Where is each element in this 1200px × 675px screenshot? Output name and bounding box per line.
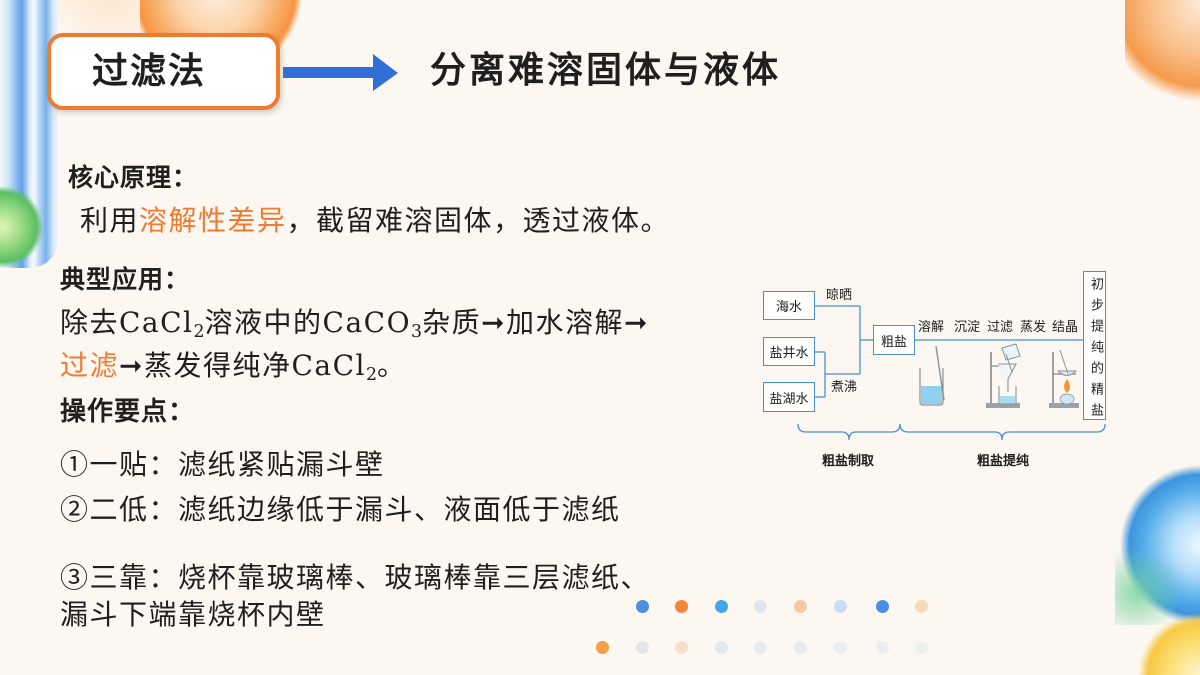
decor-orange-sphere-top-right xyxy=(1125,0,1200,108)
application-heading: 典型应用： xyxy=(60,265,191,294)
diagram-lines xyxy=(797,305,1106,441)
operation-point-2: ②二低：滤纸边缘低于漏斗、液面低于滤纸 xyxy=(60,493,621,526)
decor-dot xyxy=(675,600,688,613)
beaker-icon xyxy=(919,345,945,406)
filtration-apparatus-icon xyxy=(986,343,1021,408)
application-line-2: 过滤➞蒸发得纯净CaCl2。 xyxy=(60,348,407,384)
decor-dot xyxy=(715,600,728,613)
decor-dot xyxy=(636,600,649,613)
subscript: 2 xyxy=(365,364,378,385)
stage-label-production: 粗盐制取 xyxy=(821,454,875,469)
decor-dot xyxy=(834,641,847,654)
method-label-boiling: 煮沸 xyxy=(830,380,858,395)
principle-text: 利用溶解性差异，截留难溶固体，透过液体。 xyxy=(80,203,670,239)
method-label-drying: 晾晒 xyxy=(825,288,853,303)
decor-dot xyxy=(915,641,928,654)
decor-dot xyxy=(876,641,889,654)
brace-production xyxy=(797,423,901,441)
decor-dot xyxy=(915,600,928,613)
decor-dot xyxy=(834,600,847,613)
principle-highlight: 溶解性差异 xyxy=(139,204,287,237)
decor-dot xyxy=(754,641,767,654)
right-arrow-icon xyxy=(283,54,398,91)
decor-yellow-sphere-bottom-right xyxy=(1135,600,1200,675)
application-text: 杂质➞加水溶解➞ xyxy=(422,306,650,339)
decor-dot xyxy=(794,641,807,654)
application-text: 溶液中的CaCO xyxy=(204,306,412,339)
salt-process-diagram: 海水 盐井水 盐湖水 粗盐 初步提纯的精盐 晾晒 煮沸 溶解 沉淀 过滤 蒸发 … xyxy=(750,262,1115,477)
step-label-crystallize: 结晶 xyxy=(1051,320,1079,335)
decor-blue-sphere-bottom-right xyxy=(1115,465,1200,625)
decor-dot xyxy=(636,641,649,654)
seawater-box: 海水 xyxy=(763,291,815,320)
decor-green-sphere-left xyxy=(0,186,46,268)
principle-heading: 核心原理： xyxy=(68,163,199,192)
title-box: 过滤法 xyxy=(47,33,280,110)
step-label-evaporate: 蒸发 xyxy=(1019,320,1047,335)
decor-dot xyxy=(876,600,889,613)
lake-brine-box: 盐湖水 xyxy=(763,382,815,412)
subscript: 3 xyxy=(411,321,423,342)
principle-text-after: ，截留难溶固体，透过液体。 xyxy=(286,204,671,237)
principle-text-before: 利用 xyxy=(80,204,140,237)
application-text: 。 xyxy=(377,349,407,382)
decor-dot xyxy=(715,641,728,654)
step-label-filter: 过滤 xyxy=(986,320,1014,335)
page-subtitle: 分离难溶固体与液体 xyxy=(430,49,782,91)
operation-heading: 操作要点： xyxy=(60,397,196,427)
stage-label-purification: 粗盐提纯 xyxy=(976,454,1030,469)
operation-point-1: ①一贴：滤纸紧贴漏斗壁 xyxy=(60,448,385,481)
brace-purification xyxy=(899,423,1106,441)
application-text: 除去CaCl xyxy=(60,306,194,339)
application-text: ➞蒸发得纯净CaCl xyxy=(119,349,366,382)
application-highlight: 过滤 xyxy=(60,349,120,382)
decor-dot xyxy=(794,600,807,613)
subscript: 2 xyxy=(193,321,205,342)
decor-dot xyxy=(754,600,767,613)
refined-salt-box: 初步提纯的精盐 xyxy=(1083,271,1106,424)
application-line-1: 除去CaCl2溶液中的CaCO3杂质➞加水溶解➞ xyxy=(60,305,649,341)
decor-dot xyxy=(596,641,609,654)
crude-salt-box: 粗盐 xyxy=(873,325,915,355)
operation-point-3-continued: 漏斗下端靠烧杯内壁 xyxy=(60,598,326,631)
title-label: 过滤法 xyxy=(92,50,207,92)
step-label-settle: 沉淀 xyxy=(953,320,981,335)
well-brine-box: 盐井水 xyxy=(763,337,815,366)
step-label-dissolve: 溶解 xyxy=(917,320,945,335)
evaporation-apparatus-icon xyxy=(1049,349,1079,408)
decor-dot xyxy=(675,641,688,654)
operation-point-3: ③三靠：烧杯靠玻璃棒、玻璃棒靠三层滤纸、 xyxy=(60,561,651,594)
